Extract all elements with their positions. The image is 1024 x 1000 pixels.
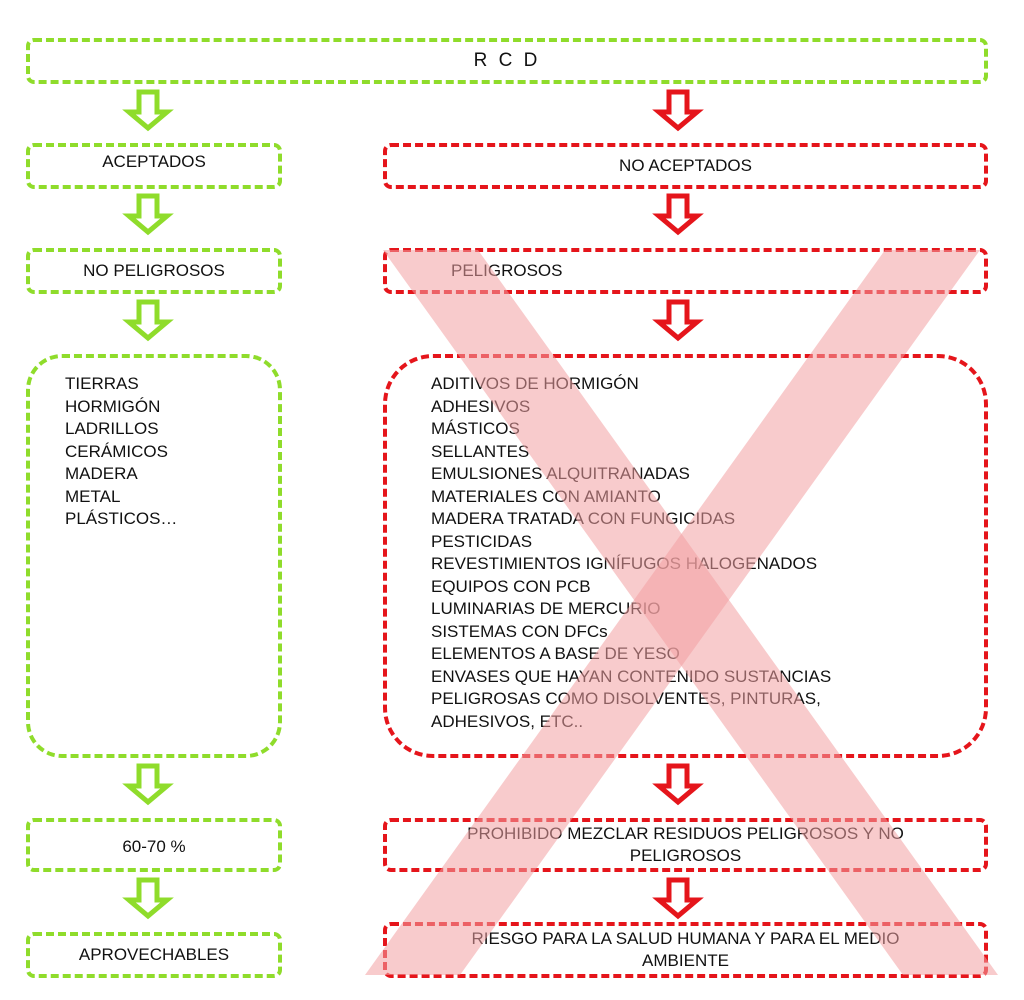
- rcd-title: R C D: [473, 49, 541, 71]
- green-down-arrow-icon: [122, 763, 174, 806]
- not-accepted-label: NO ACEPTADOS: [619, 155, 752, 175]
- red-down-arrow-icon: [652, 763, 704, 806]
- risk-label: RIESGO PARA LA SALUD HUMANA Y PARA EL ME…: [471, 928, 900, 970]
- left-material-item: HORMIGÓN: [65, 396, 161, 416]
- left-material-item: PLÁSTICOS…: [65, 509, 178, 528]
- hazardous-materials-box: [383, 354, 988, 758]
- left-material-item: TIERRAS: [65, 374, 139, 393]
- percent-box: 60-70 %: [26, 818, 282, 872]
- right-material-item: MÁSTICOS: [431, 419, 520, 438]
- red-down-arrow-icon: [652, 193, 704, 236]
- non-hazardous-materials-box: [26, 354, 282, 758]
- right-material-item: PESTICIDAS: [431, 531, 533, 551]
- prohibited-box: PROHIBIDO MEZCLAR RESIDUOS PELIGROSOS Y …: [383, 818, 988, 872]
- green-down-arrow-icon: [122, 877, 174, 920]
- prohibited-label: PROHIBIDO MEZCLAR RESIDUOS PELIGROSOS Y …: [467, 823, 904, 865]
- rcd-title-box: R C D: [26, 38, 988, 84]
- cross-stroke-2: [365, 250, 980, 975]
- red-down-arrow-icon: [652, 299, 704, 342]
- left-material-item: METAL: [65, 486, 121, 506]
- usable-label: APROVECHABLES: [78, 944, 230, 964]
- red-down-arrow-icon: [652, 877, 704, 920]
- non-hazardous-box: NO PELIGROSOS: [26, 248, 282, 294]
- left-material-item: LADRILLOS: [65, 419, 159, 438]
- accepted-label: ACEPTADOS: [102, 151, 206, 171]
- usable-box: APROVECHABLES: [26, 932, 282, 978]
- right-material-item: EQUIPOS CON PCB: [431, 576, 591, 596]
- left-material-item: CERÁMICOS: [65, 441, 168, 461]
- accepted-box: ACEPTADOS: [26, 143, 282, 189]
- non-hazardous-label: NO PELIGROSOS: [83, 260, 225, 280]
- right-material-item: LUMINARIAS DE MERCURIO: [431, 599, 661, 618]
- non-hazardous-materials-list: TIERRAS HORMIGÓN LADRILLOS CERÁMICOS MADERA M…: [65, 373, 177, 531]
- percent-label: 60-70 %: [122, 836, 186, 856]
- risk-box: RIESGO PARA LA SALUD HUMANA Y PARA EL ME…: [383, 922, 988, 978]
- red-down-arrow-icon: [652, 89, 704, 132]
- right-material-item: SISTEMAS CON DFCs: [431, 621, 608, 641]
- green-down-arrow-icon: [122, 193, 174, 236]
- not-accepted-box: NO ACEPTADOS: [383, 143, 988, 189]
- green-down-arrow-icon: [122, 299, 174, 342]
- green-down-arrow-icon: [122, 89, 174, 132]
- right-material-item: SELLANTES: [431, 441, 530, 461]
- left-material-item: MADERA: [65, 464, 138, 483]
